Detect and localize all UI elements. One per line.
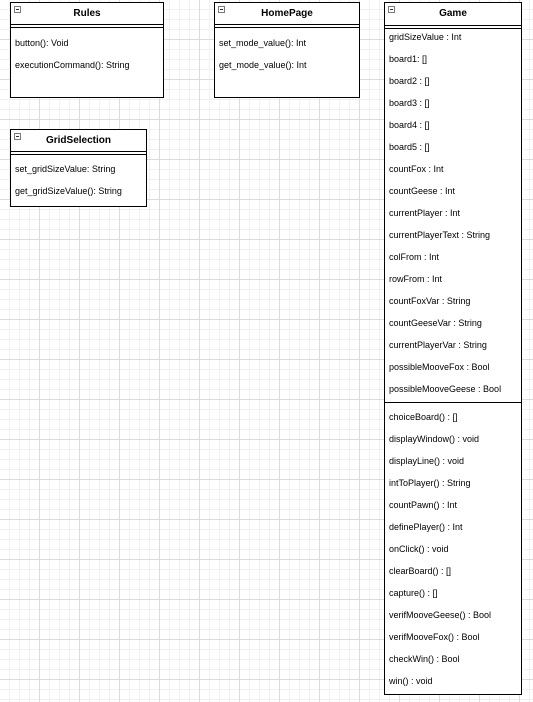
attribute-row: possibleMooveFox : Bool [389, 362, 490, 372]
attribute-row: currentPlayerVar : String [389, 340, 487, 350]
method-row: executionCommand(): String [15, 60, 130, 70]
methods-section: set_gridSizeValue: String get_gridSizeVa… [11, 152, 146, 202]
method-row: countPawn() : Int [389, 500, 458, 510]
class-game[interactable]: Game gridSizeValue : Int board1: [] boar… [384, 2, 522, 695]
attribute-row: rowFrom : Int [389, 274, 443, 284]
method-row: capture() : [] [389, 588, 438, 598]
class-grid-selection[interactable]: GridSelection set_gridSizeValue: String … [10, 129, 147, 207]
attribute-row: board3 : [] [389, 98, 430, 108]
class-title: Game [439, 8, 467, 19]
class-title: Rules [73, 8, 101, 19]
class-homepage[interactable]: HomePage set_mode_value(): Int get_mode_… [214, 2, 360, 98]
method-row: displayWindow() : void [389, 434, 480, 444]
collapse-icon[interactable] [388, 6, 395, 13]
attribute-row: countGeeseVar : String [389, 318, 482, 328]
class-title: HomePage [261, 8, 313, 19]
method-row: get_gridSizeValue(): String [15, 186, 122, 196]
method-row: definePlayer() : Int [389, 522, 463, 532]
collapse-icon[interactable] [218, 6, 225, 13]
method-row: win() : void [389, 676, 433, 686]
attribute-row: countFox : Int [389, 164, 444, 174]
collapse-icon[interactable] [14, 133, 21, 140]
attribute-row: currentPlayer : Int [389, 208, 461, 218]
attribute-row: gridSizeValue : Int [389, 32, 462, 42]
attribute-row: colFrom : Int [389, 252, 440, 262]
class-header: Rules [11, 3, 163, 28]
class-header: Game [385, 3, 521, 29]
class-header: HomePage [215, 3, 359, 28]
attribute-row: board2 : [] [389, 76, 430, 86]
attribute-row: countFoxVar : String [389, 296, 471, 306]
class-rules[interactable]: Rules button(): Void executionCommand():… [10, 2, 164, 98]
method-row: set_mode_value(): Int [219, 38, 307, 48]
attribute-row: board4 : [] [389, 120, 430, 130]
methods-section: set_mode_value(): Int get_mode_value(): … [215, 25, 359, 76]
section-divider [385, 402, 521, 403]
method-row: intToPlayer() : String [389, 478, 471, 488]
attributes-section: gridSizeValue : Int board1: [] board2 : … [385, 25, 521, 400]
method-row: verifMooveFox() : Bool [389, 632, 480, 642]
class-header: GridSelection [11, 130, 146, 155]
method-row: button(): Void [15, 38, 69, 48]
methods-section: button(): Void executionCommand(): Strin… [11, 25, 163, 76]
method-row: choiceBoard() : [] [389, 412, 458, 422]
collapse-icon[interactable] [14, 6, 21, 13]
method-row: get_mode_value(): Int [219, 60, 307, 70]
method-row: displayLine() : void [389, 456, 465, 466]
method-row: set_gridSizeValue: String [15, 164, 116, 174]
method-row: clearBoard() : [] [389, 566, 452, 576]
class-title: GridSelection [45, 135, 111, 146]
method-row: verifMooveGeese() : Bool [389, 610, 492, 620]
method-row: checkWin() : Bool [389, 654, 460, 664]
attribute-row: board1: [] [389, 54, 428, 64]
methods-section: choiceBoard() : [] displayWindow() : voi… [385, 403, 521, 692]
attribute-row: countGeese : Int [389, 186, 456, 196]
attribute-row: possibleMooveGeese : Bool [389, 384, 502, 394]
attribute-row: board5 : [] [389, 142, 430, 152]
attribute-row: currentPlayerText : String [389, 230, 491, 240]
method-row: onClick() : void [389, 544, 449, 554]
